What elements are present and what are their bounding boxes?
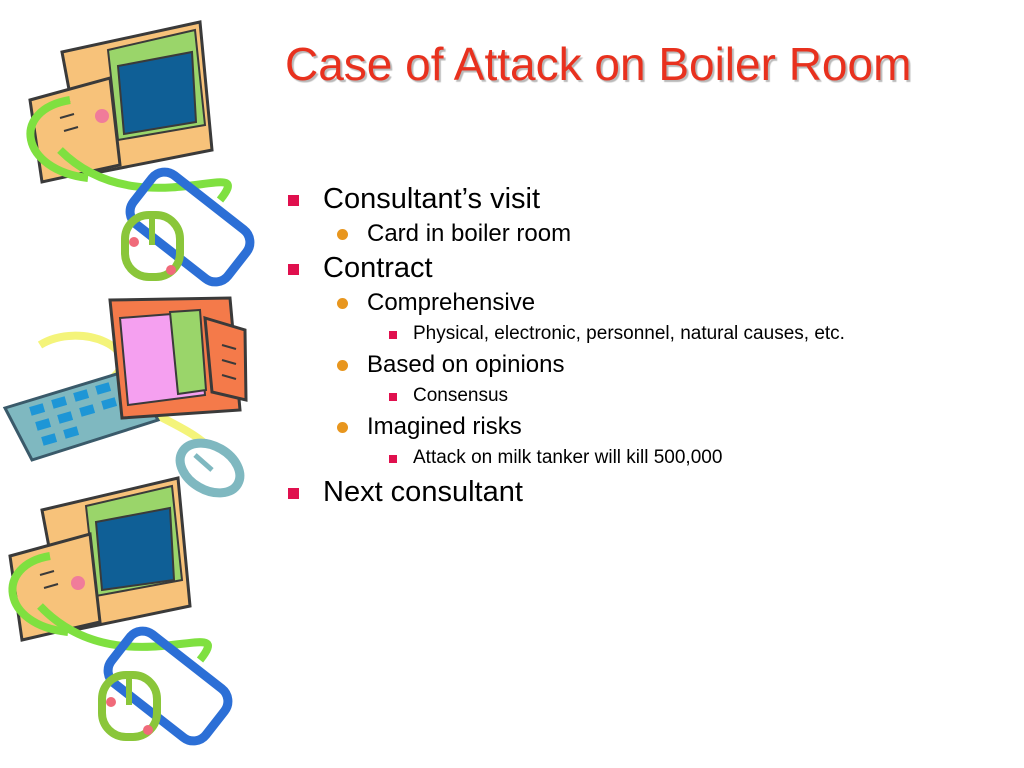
bullet-item-contract: Contract [283,249,1003,287]
bullet-text: Physical, electronic, personnel, natural… [413,323,845,344]
bullet-text: Imagined risks [367,413,522,440]
bullet-item-attack-on-milk-tanker: Attack on milk tanker will kill 500,000 [283,442,1003,473]
computer-mouse-icon [121,167,255,287]
slide-title: Case of Attack on Boiler Room [285,38,912,90]
computer-clipart-decoration [2,20,255,746]
bullet-text: Card in boiler room [367,220,572,247]
round-bullet-icon [337,229,348,240]
square-bullet-icon [389,455,397,463]
computer-mouse-icon [175,438,245,498]
bullet-text: Consultant’s visit [323,183,541,215]
bullet-text: Next consultant [323,476,523,508]
bullet-list: Consultant’s visit Card in boiler room C… [283,180,1003,511]
bullet-item-comprehensive: Comprehensive [283,287,1003,318]
square-bullet-icon [288,264,299,275]
round-bullet-icon [337,422,348,433]
round-bullet-icon [337,360,348,371]
bullet-text: Comprehensive [367,289,536,316]
square-bullet-icon [389,393,397,401]
round-bullet-icon [337,298,348,309]
square-bullet-icon [288,195,299,206]
bullet-item-based-on-opinions: Based on opinions [283,349,1003,380]
computer-monitor-icon [108,296,248,420]
computer-mouse-icon [98,626,233,746]
bullet-item-next-consultant: Next consultant [283,473,1003,511]
bullet-item-consensus: Consensus [283,380,1003,411]
bullet-text: Attack on milk tanker will kill 500,000 [413,447,723,468]
bullet-text: Based on opinions [367,351,565,378]
bullet-item-imagined-risks: Imagined risks [283,411,1003,442]
bullet-text: Contract [323,252,433,284]
bullet-item-consultants-visit: Consultant’s visit [283,180,1003,218]
square-bullet-icon [288,488,299,499]
bullet-text: Consensus [413,385,509,406]
bullet-item-card-in-boiler-room: Card in boiler room [283,218,1003,249]
square-bullet-icon [389,331,397,339]
bullet-item-physical-electronic: Physical, electronic, personnel, natural… [283,318,1003,349]
